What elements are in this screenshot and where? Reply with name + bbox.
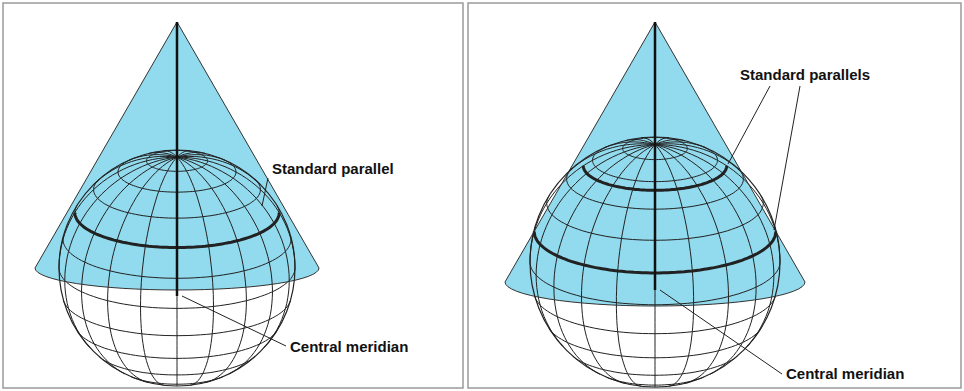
meridian-line <box>65 157 177 347</box>
callout-label: Central meridian <box>784 365 906 383</box>
tangent-cone-globe <box>35 22 319 386</box>
meridian-line <box>177 157 273 374</box>
leader-line <box>182 296 286 346</box>
meridian-line <box>655 145 774 347</box>
cone-outline <box>505 22 805 306</box>
meridian-line <box>177 157 246 383</box>
meridian-line <box>536 145 655 347</box>
meridian-line <box>655 138 669 145</box>
meridian-line <box>177 157 214 385</box>
panel-frame <box>3 3 463 388</box>
meridian-line <box>567 144 655 174</box>
callout-label: Standard parallels <box>738 66 872 84</box>
callout-label: Central meridian <box>288 338 410 356</box>
meridian-line <box>616 145 655 387</box>
meridian-line <box>82 157 178 374</box>
meridian-line <box>655 144 743 174</box>
leader-line <box>728 86 770 164</box>
meridian-line <box>94 156 177 184</box>
meridian-line <box>655 145 780 263</box>
meridian-line <box>177 157 289 347</box>
callout-label: Standard parallel <box>270 160 396 178</box>
meridian-line <box>530 145 655 263</box>
meridian-line <box>655 145 729 384</box>
central-meridian-line <box>654 22 657 290</box>
meridian-line <box>655 145 694 387</box>
leader-line <box>262 178 268 206</box>
meridian-line <box>141 157 178 385</box>
panel-frame <box>468 3 961 388</box>
leader-lines <box>182 86 800 374</box>
cone <box>505 22 805 306</box>
meridian-line <box>177 151 190 157</box>
central-meridian-line <box>176 22 179 296</box>
leader-line <box>774 86 800 230</box>
meridian-line <box>59 157 177 268</box>
leader-line <box>660 290 782 374</box>
meridian-line <box>177 156 260 184</box>
